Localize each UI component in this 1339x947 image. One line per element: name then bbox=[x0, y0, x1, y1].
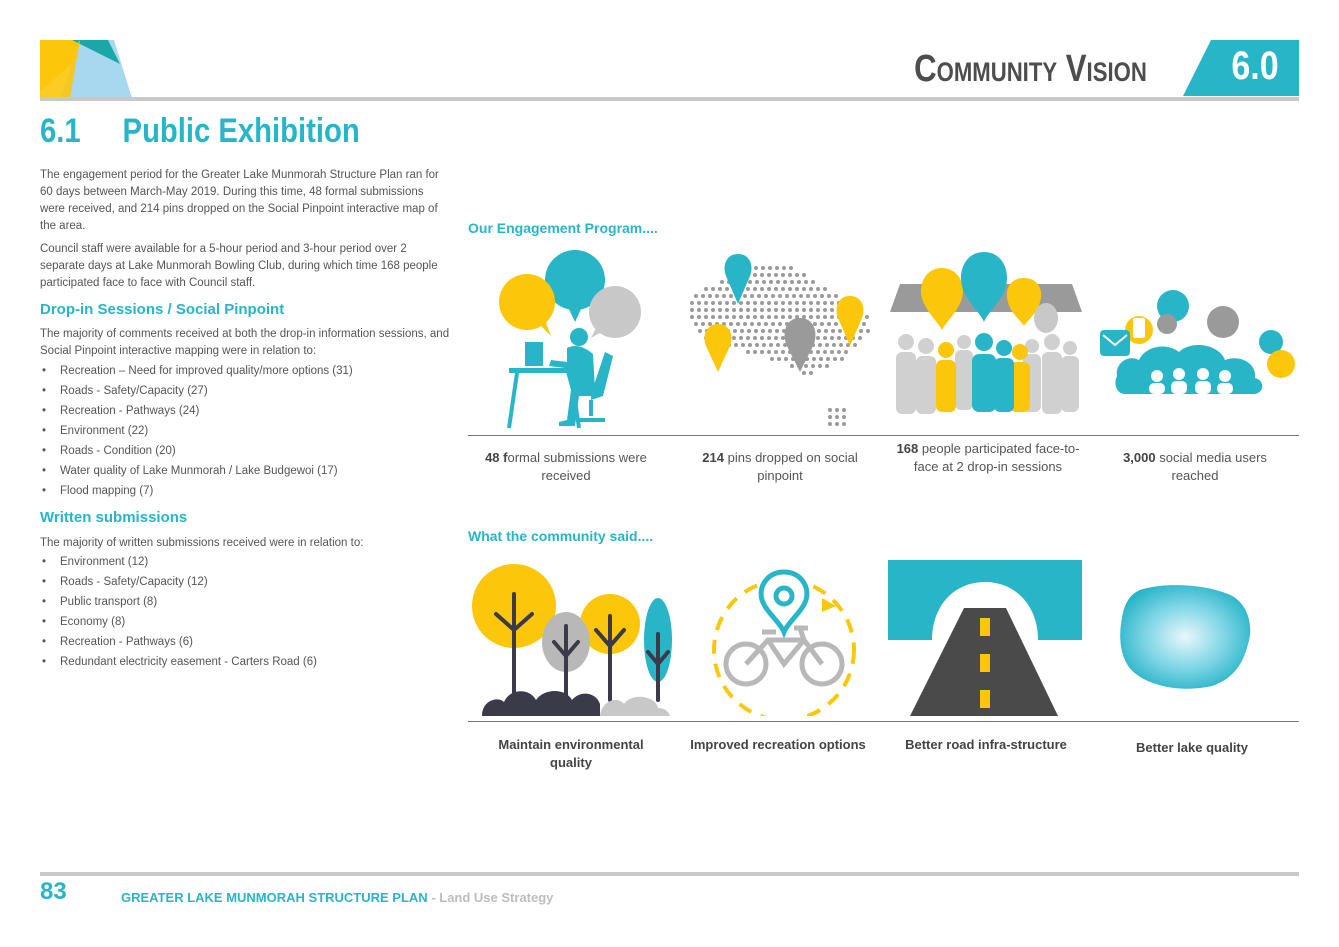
bicycle-icon bbox=[712, 569, 856, 716]
social-media-icon bbox=[1100, 290, 1295, 394]
page-number: 83 bbox=[40, 878, 67, 905]
footer-rule bbox=[40, 872, 1299, 876]
list-item: Environment (22) bbox=[40, 421, 460, 441]
footer-subtitle: - Land Use Strategy bbox=[427, 890, 554, 905]
community-divider bbox=[468, 721, 1299, 722]
dropin-list: Recreation – Need for improved quality/m… bbox=[40, 361, 460, 501]
computer-user-icon bbox=[499, 250, 641, 429]
community-caption-recreation: Improved recreation options bbox=[690, 737, 866, 752]
community-caption-lake: Better lake quality bbox=[1136, 740, 1248, 755]
list-item: Environment (12) bbox=[40, 552, 460, 572]
intro-paragraph-1: The engagement period for the Greater La… bbox=[40, 169, 439, 232]
logo-mark bbox=[40, 40, 132, 98]
list-item: Roads - Safety/Capacity (12) bbox=[40, 572, 460, 592]
section-title-text: Public Exhibition bbox=[122, 112, 360, 150]
dropin-intro: The majority of comments received at bot… bbox=[40, 328, 450, 357]
dropin-heading: Drop-in Sessions / Social Pinpoint bbox=[40, 301, 285, 318]
community-heading: What the community said.... bbox=[468, 528, 654, 544]
stat-caption-submissions: 48 formal submissions were received bbox=[485, 450, 647, 483]
list-item: Flood mapping (7) bbox=[40, 481, 460, 501]
engagement-heading: Our Engagement Program.... bbox=[468, 220, 658, 236]
intro-paragraph-2: Council staff were available for a 5-hou… bbox=[40, 243, 438, 289]
written-heading: Written submissions bbox=[40, 509, 188, 526]
community-caption-environment: Maintain environmental quality bbox=[498, 737, 644, 770]
list-item: Water quality of Lake Munmorah / Lake Bu… bbox=[40, 461, 460, 481]
list-item: Economy (8) bbox=[40, 612, 460, 632]
chapter-title: Community Vision bbox=[914, 48, 1147, 90]
chapter-tab bbox=[1183, 40, 1299, 96]
header-rule bbox=[40, 97, 1299, 101]
list-item: Public transport (8) bbox=[40, 592, 460, 612]
stat-caption-people: 168 people participated face-to-face at … bbox=[896, 441, 1080, 474]
list-item: Recreation - Pathways (24) bbox=[40, 401, 460, 421]
stat-caption-social: 3,000 social media users reached bbox=[1123, 450, 1267, 483]
list-item: Roads - Condition (20) bbox=[40, 441, 460, 461]
footer-title: GREATER LAKE MUNMORAH STRUCTURE PLAN - L… bbox=[121, 890, 554, 905]
written-intro: The majority of written submissions rece… bbox=[40, 537, 364, 549]
lake-icon bbox=[1120, 585, 1251, 689]
stat-caption-pins: 214 pins dropped on social pinpoint bbox=[702, 450, 858, 483]
crowd-icon bbox=[890, 252, 1082, 414]
community-caption-road: Better road infra-structure bbox=[905, 737, 1067, 752]
written-list: Environment (12) Roads - Safety/Capacity… bbox=[40, 552, 460, 672]
road-icon bbox=[888, 560, 1082, 716]
section-title: 6.1 Public Exhibition bbox=[40, 112, 360, 151]
list-item: Recreation – Need for improved quality/m… bbox=[40, 361, 460, 381]
section-number: 6.1 bbox=[40, 112, 81, 150]
list-item: Redundant electricity easement - Carters… bbox=[40, 652, 460, 672]
chapter-number: 6.0 bbox=[1231, 44, 1279, 88]
list-item: Recreation - Pathways (6) bbox=[40, 632, 460, 652]
trees-icon bbox=[472, 564, 672, 716]
list-item: Roads - Safety/Capacity (27) bbox=[40, 381, 460, 401]
engagement-divider bbox=[468, 435, 1299, 436]
australia-map-pins-icon bbox=[690, 254, 870, 426]
